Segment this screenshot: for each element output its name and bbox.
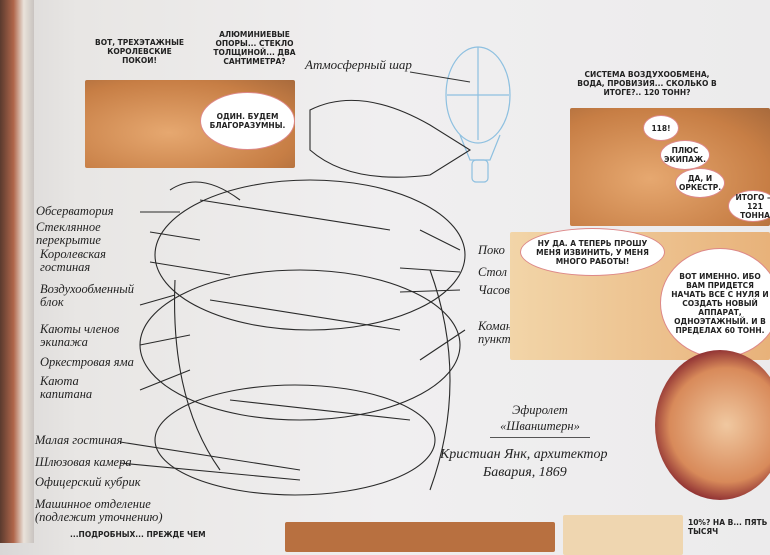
speech-text: Итого — 121 тонна xyxy=(735,192,770,220)
balloon-drawing xyxy=(445,46,511,183)
speech-text: Плюс экипаж. xyxy=(663,146,707,164)
speech-bubble: Один. Будем благоразумны. xyxy=(200,92,295,150)
speech-bubble: Плюс экипаж. xyxy=(660,140,710,170)
label-glass-roof: Стеклянное перекрытие xyxy=(36,220,101,248)
speech-bubble: Ну да. А теперь прошу меня извинить, у м… xyxy=(520,228,665,276)
label-captain-cabin: Каюта капитана xyxy=(40,374,93,402)
speech-bubble: Вот именно. Ибо вам придется начать все … xyxy=(660,248,770,358)
caption-text: Система воздухообмена, вода, провизия...… xyxy=(577,70,717,97)
label-right-4: Коман пункт xyxy=(478,319,513,347)
label-right-2: Стол xyxy=(478,265,507,279)
adjacent-page-edge xyxy=(0,0,34,543)
speech-text: Один. Будем благоразумны. xyxy=(209,112,286,130)
speech-text: Ну да. А теперь прошу меня извинить, у м… xyxy=(536,238,649,266)
speech-text: Вот именно. Ибо вам придется начать все … xyxy=(671,271,769,335)
label-observatory: Обсерватория xyxy=(36,204,114,218)
speech-bubble: 118! xyxy=(643,115,679,141)
partial-text: ...подробных... прежде чем xyxy=(70,530,206,539)
speech-bubble: Да, и оркестр. xyxy=(675,168,725,198)
label-crew-cabins: Каюты членов экипажа xyxy=(40,322,120,350)
comic-panel-bottom-right xyxy=(563,515,683,555)
label-orchestra-pit: Оркестровая яма xyxy=(40,355,134,369)
label-officers-quarters: Офицерский кубрик xyxy=(35,475,141,489)
character-closeup xyxy=(655,350,770,500)
label-right-1: Поко xyxy=(478,243,505,257)
label-airlock: Шлюзовая камера xyxy=(35,455,132,469)
label-engine-room: Машинное отделение (подлежит уточнению) xyxy=(35,497,163,525)
airship-type: Эфиролет xyxy=(512,403,568,417)
comic-panel-bottom xyxy=(285,522,555,552)
label-small-lounge: Малая гостиная xyxy=(35,433,123,447)
label-right-3: Часов xyxy=(478,283,510,297)
partial-text: 10%? На в... пять тысяч xyxy=(688,518,768,536)
label-air-exchange: Воздухообменный блок xyxy=(40,282,135,310)
airship-sketch xyxy=(119,46,511,496)
airship-name: «Шванштерн» xyxy=(490,419,590,439)
speech-text: Алюминиевые опоры... стекло толщиной... … xyxy=(213,30,296,66)
label-royal-lounge: Королевская гостиная xyxy=(40,247,106,275)
balloon-label: Атмосферный шар xyxy=(305,57,412,72)
speech-text: Вот, трехэтажные королевские покои! xyxy=(95,38,184,65)
speech-text: Да, и оркестр. xyxy=(678,174,722,192)
place-year: Бавария, 1869 xyxy=(483,465,567,480)
speech-text: 118! xyxy=(651,123,671,133)
architect: Кристиан Янк, архитектор xyxy=(440,447,608,462)
speech-bubble: Итого — 121 тонна xyxy=(728,190,770,222)
